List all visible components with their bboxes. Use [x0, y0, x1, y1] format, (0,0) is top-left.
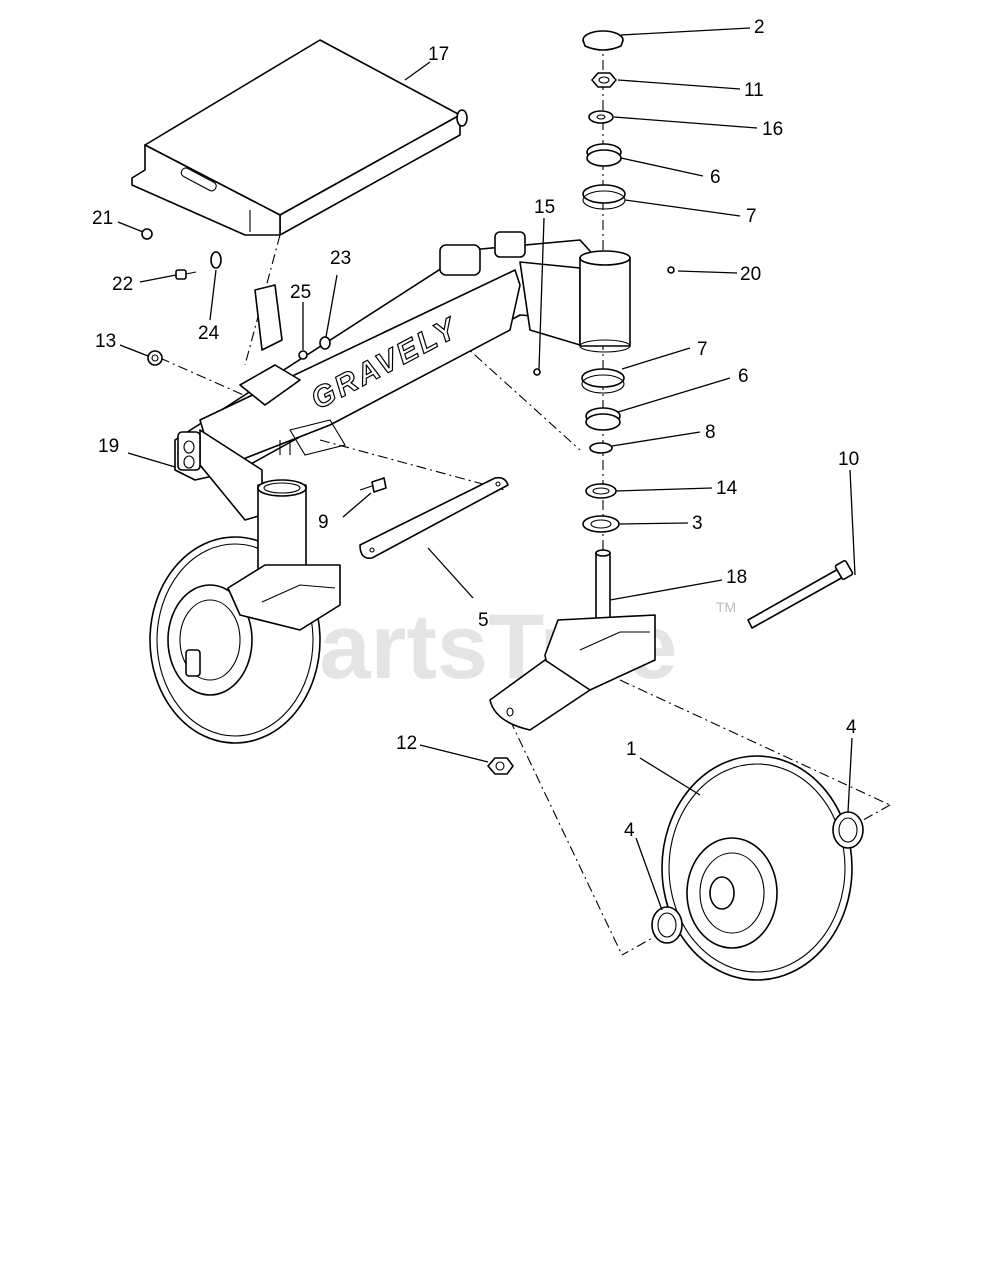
callout-12: 12: [396, 733, 417, 754]
callout-9: 9: [318, 512, 329, 533]
part-21-nut[interactable]: [141, 228, 153, 240]
callouts: 2 11 16 6 7 20 15 17 21 22 24 23 25 13 7…: [92, 17, 859, 841]
callout-15: 15: [534, 197, 555, 218]
callout-13: 13: [95, 331, 116, 352]
part-15-grease-fitting[interactable]: [533, 368, 541, 376]
callout-16: 16: [762, 119, 783, 140]
callout-14: 14: [716, 478, 738, 499]
part-6-bearing-upper[interactable]: [586, 143, 622, 167]
leader-lines: [117, 27, 856, 911]
part-4-spacer-right[interactable]: [832, 811, 864, 849]
callout-6b: 6: [738, 366, 749, 387]
part-23-washer[interactable]: [319, 336, 331, 350]
callout-25: 25: [290, 282, 311, 303]
part-17-cover-plate[interactable]: [131, 39, 468, 236]
callout-18: 18: [726, 567, 747, 588]
callout-24: 24: [198, 323, 220, 344]
part-9-bolt[interactable]: [359, 477, 387, 493]
callout-2: 2: [754, 17, 765, 38]
callout-8: 8: [705, 422, 716, 443]
part-7-race-lower[interactable]: [581, 368, 625, 394]
callout-21: 21: [92, 208, 113, 229]
callout-5: 5: [478, 610, 489, 631]
callout-23: 23: [330, 248, 351, 269]
callout-7: 7: [746, 206, 757, 227]
part-8-ring[interactable]: [589, 442, 613, 454]
part-25-bolt[interactable]: [298, 350, 308, 360]
spindle-housing[interactable]: [579, 250, 631, 353]
callout-19: 19: [98, 436, 119, 457]
callout-20: 20: [740, 264, 761, 285]
callout-22: 22: [112, 274, 133, 295]
part-14-seal[interactable]: [585, 483, 617, 499]
watermark-tm: TM: [716, 599, 736, 615]
callout-1: 1: [626, 739, 637, 760]
part-7-race-upper[interactable]: [582, 184, 626, 210]
part-10-axle-bolt[interactable]: [747, 560, 854, 629]
part-2-dust-cap[interactable]: [582, 30, 624, 51]
part-12-nut[interactable]: [487, 757, 514, 775]
callout-4b: 4: [624, 820, 635, 841]
part-20-plug[interactable]: [667, 266, 675, 274]
callout-6: 6: [710, 167, 721, 188]
part-24-clip[interactable]: [210, 251, 222, 269]
part-11-nut[interactable]: [591, 72, 617, 88]
part-3-cap[interactable]: [582, 515, 620, 533]
callout-10: 10: [838, 449, 859, 470]
left-caster-fork[interactable]: [227, 479, 341, 631]
part-5-strip[interactable]: [359, 476, 509, 560]
part-13-nut[interactable]: [147, 350, 163, 366]
callout-11: 11: [744, 80, 764, 101]
callout-7b: 7: [697, 339, 708, 360]
callout-3: 3: [692, 513, 703, 534]
part-16-washer[interactable]: [588, 110, 614, 124]
part-4-spacer-left[interactable]: [651, 906, 683, 944]
part-19-front-axle[interactable]: GRAVELY: [174, 231, 601, 521]
callout-17: 17: [428, 44, 449, 65]
part-22-bolt[interactable]: [175, 269, 197, 280]
part-18-caster-fork[interactable]: [489, 549, 656, 731]
part-1-wheel[interactable]: [661, 755, 853, 981]
part-6-bearing-lower[interactable]: [585, 407, 621, 431]
callout-4a: 4: [846, 717, 857, 738]
